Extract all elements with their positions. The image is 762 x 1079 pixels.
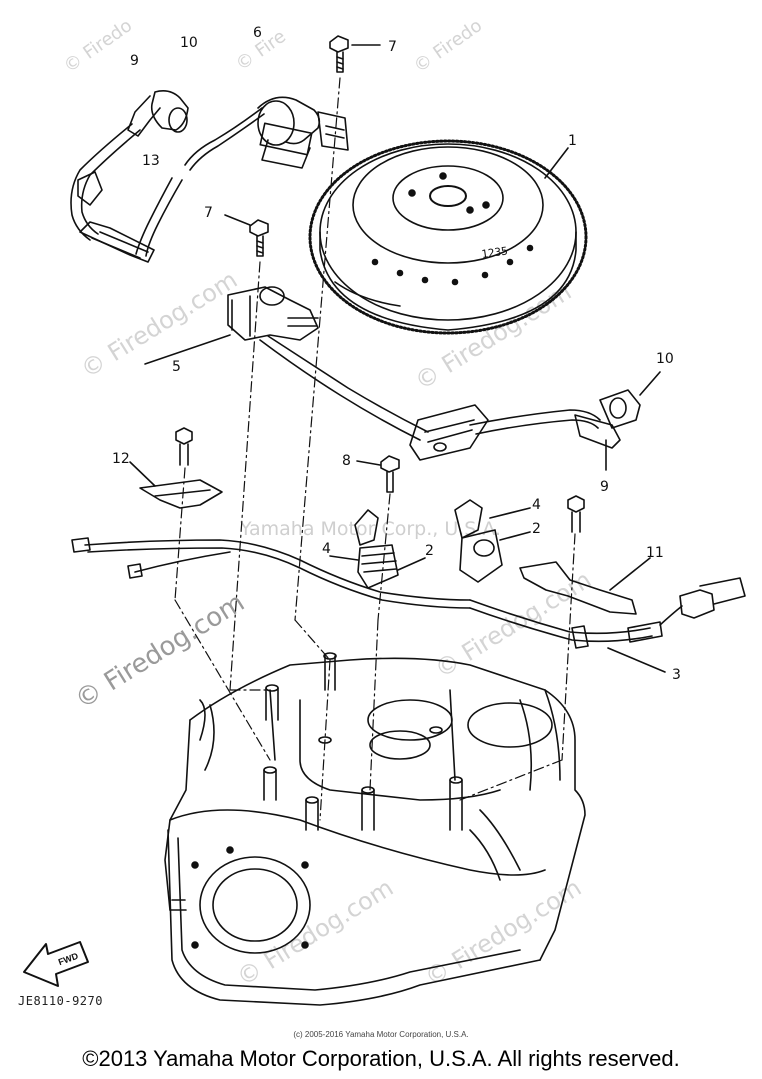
wiring-harness [71,537,746,673]
fwd-arrow-icon [23,941,89,987]
screw-8 [356,455,400,493]
crankcase [164,652,586,1006]
flywheel-marking: 1235 [481,244,509,261]
callout-9-top: 9 [130,53,139,69]
left-plug-cap-assembly [70,90,189,263]
ignition-coil [184,96,349,171]
drawing-code: JE8110-9270 [18,994,103,1008]
callout-2a: 2 [425,543,434,559]
screw-top [329,35,381,73]
callout-12: 12 [112,451,130,467]
pulser-coil-left [329,509,426,589]
callout-7-top: 7 [388,39,397,55]
small-copyright: (c) 2005-2016 Yamaha Motor Corporation, … [293,1030,469,1039]
flywheel-leader [544,147,569,179]
right-plug-cap [599,371,661,471]
callout-10-top: 10 [180,35,198,51]
callout-3: 3 [672,667,681,683]
callout-4a: 4 [322,541,331,557]
clamp [129,427,223,509]
callout-8: 8 [342,453,351,469]
callout-2b: 2 [532,521,541,537]
alignment-lines [174,77,576,821]
screw-mid [224,214,269,257]
charge-coil [144,286,621,461]
callout-5: 5 [172,359,181,375]
copyright-notice: ©2013 Yamaha Motor Corporation, U.S.A. A… [82,1046,680,1071]
callout-9-right: 9 [600,479,609,495]
callout-13: 13 [142,153,160,169]
callout-6: 6 [253,25,262,41]
callout-7-mid: 7 [204,205,213,221]
pulser-coil-right [454,499,531,583]
callout-1: 1 [568,133,577,149]
watermark-copyright: Yamaha Motor Corp., U.S.A. [240,518,502,540]
callout-11: 11 [646,545,664,561]
flywheel [308,139,588,335]
lead-bracket [519,495,651,615]
callout-4b: 4 [532,497,541,513]
callout-10-right: 10 [656,351,674,367]
